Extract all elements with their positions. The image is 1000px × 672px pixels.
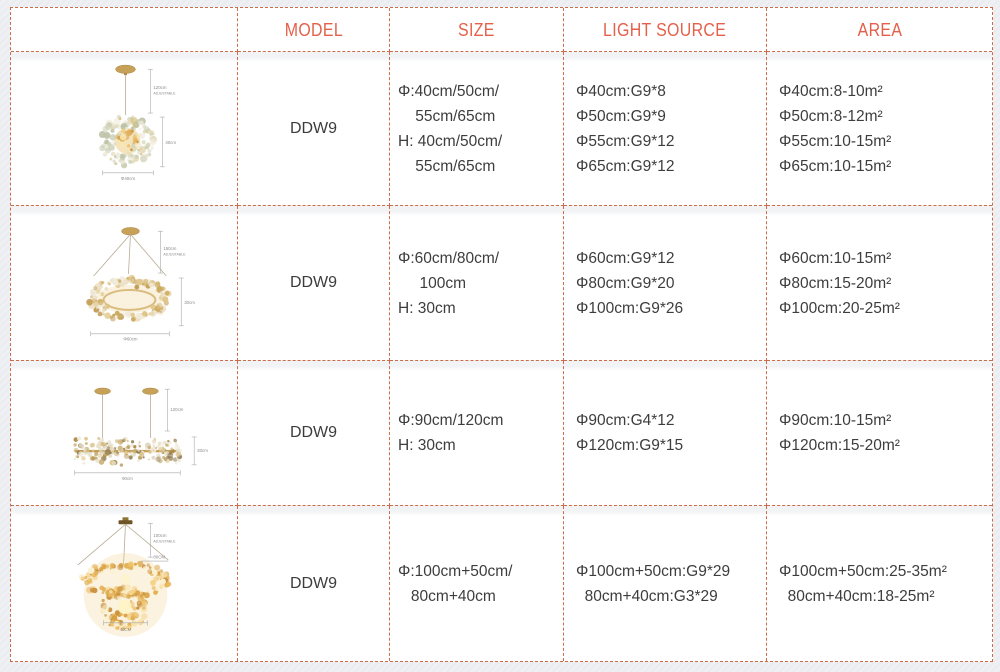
dimension-label: Φ60cm [123,337,138,342]
area-value: Φ100cm+50cm:25-35m² 80cm+40cm:18-25m² [779,562,947,605]
size-cell: Φ:90cm/120cm H: 30cm [390,361,564,506]
size-cell: Φ:60cm/80cm/ 100cm H: 30cm [390,206,564,361]
header-size: SIZE [390,8,564,52]
dimension-label: ADJUSTABLE [153,92,176,96]
dimension-label: 40cm [165,140,176,145]
area-value: Φ40cm:8-10m² Φ50cm:8-12m² Φ55cm:10-15m² … [779,82,892,175]
dimension-label: 120cm [170,407,183,412]
dimension-label: 120cm [153,85,166,90]
product-photo-linear-pendant: 120cm 30cm 90cm [73,387,208,481]
dimension-label: 80CM [153,554,165,559]
header-label: LIGHT SOURCE [603,18,727,40]
area-value: Φ60cm:10-15m² Φ80cm:15-20m² Φ100cm:20-25… [779,249,900,317]
product-image-cell: 120cm ADJUSTABLE 40cm Φ40cm [11,52,238,206]
product-image-cell: 120cm 30cm 90cm [11,361,238,506]
header-light-source: LIGHT SOURCE [564,8,767,52]
size-cell: Φ:40cm/50cm/ 55cm/65cm H: 40cm/50cm/ 55c… [390,52,564,206]
light-source-value: Φ100cm+50cm:G9*29 80cm+40cm:G3*29 [576,562,731,605]
header-area: AREA [767,8,992,52]
area-value: Φ90cm:10-15m² Φ120cm:15-20m² [779,412,900,454]
header-image-column [11,8,238,52]
dimension-label: Φ40cm [121,176,136,181]
area-cell: Φ90cm:10-15m² Φ120cm:15-20m² [767,361,992,506]
model-cell: DDW9 [238,52,390,206]
light-source-value: Φ40cm:G9*8 Φ50cm:G9*9 Φ55cm:G9*12 Φ65cm:… [576,82,675,175]
dimension-label: ADJUSTABLE [153,539,176,543]
area-cell: Φ60cm:10-15m² Φ80cm:15-20m² Φ100cm:20-25… [767,206,992,361]
product-image-cell: 100cm ADJUSTABLE 80CM 40CM [11,506,238,661]
size-value: Φ:60cm/80cm/ 100cm H: 30cm [398,249,500,317]
model-cell: DDW9 [238,206,390,361]
model-value: DDW9 [289,119,338,137]
model-value: DDW9 [289,574,338,592]
dimension-label: ADJUSTABLE [163,253,186,257]
dimension-label: 30cm [197,448,208,453]
dimension-lines [103,522,169,625]
light-source-cell: Φ60cm:G9*12 Φ80cm:G9*20 Φ100cm:G9*26 [564,206,767,361]
product-photo-two-tier-pendant: 100cm ADJUSTABLE 80CM 40CM [77,516,176,637]
dimension-label: 150cm [163,246,176,251]
dimension-label: 40CM [120,626,132,631]
product-image-cell: 150cm ADJUSTABLE 30cm Φ60cm [11,206,238,361]
header-label: MODEL [284,18,343,40]
area-cell: Φ40cm:8-10m² Φ50cm:8-12m² Φ55cm:10-15m² … [767,52,992,206]
model-cell: DDW9 [238,361,390,506]
header-model: MODEL [238,8,390,52]
area-cell: Φ100cm+50cm:25-35m² 80cm+40cm:18-25m² [767,506,992,661]
dimension-label: 100cm [153,533,166,538]
light-source-cell: Φ90cm:G4*12 Φ120cm:G9*15 [564,361,767,506]
size-value: Φ:90cm/120cm H: 30cm [398,412,504,454]
header-label: SIZE [458,18,495,40]
size-value: Φ:40cm/50cm/ 55cm/65cm H: 40cm/50cm/ 55c… [398,82,503,175]
dimension-label: 30cm [184,300,195,305]
model-value: DDW9 [289,424,338,441]
light-source-value: Φ60cm:G9*12 Φ80cm:G9*20 Φ100cm:G9*26 [576,249,684,317]
size-value: Φ:100cm+50cm/ 80cm+40cm [398,562,513,605]
dimension-lines [74,388,197,476]
dimension-label: 90cm [122,476,133,481]
dimension-lines [102,68,165,176]
model-cell: DDW9 [238,506,390,661]
product-photo-ball-pendant: 120cm ADJUSTABLE 40cm Φ40cm [98,64,176,181]
light-source-cell: Φ40cm:G9*8 Φ50cm:G9*9 Φ55cm:G9*12 Φ65cm:… [564,52,767,206]
header-label: AREA [857,18,902,40]
light-source-value: Φ90cm:G4*12 Φ120cm:G9*15 [576,412,684,454]
product-spec-table: MODEL SIZE LIGHT SOURCE AREA 120cm ADJUS… [10,7,993,662]
model-value: DDW9 [289,274,338,291]
product-photo-ring-pendant: 150cm ADJUSTABLE 30cm Φ60cm [86,227,195,342]
dimension-lines [90,230,184,337]
size-cell: Φ:100cm+50cm/ 80cm+40cm [390,506,564,661]
light-source-cell: Φ100cm+50cm:G9*29 80cm+40cm:G3*29 [564,506,767,661]
